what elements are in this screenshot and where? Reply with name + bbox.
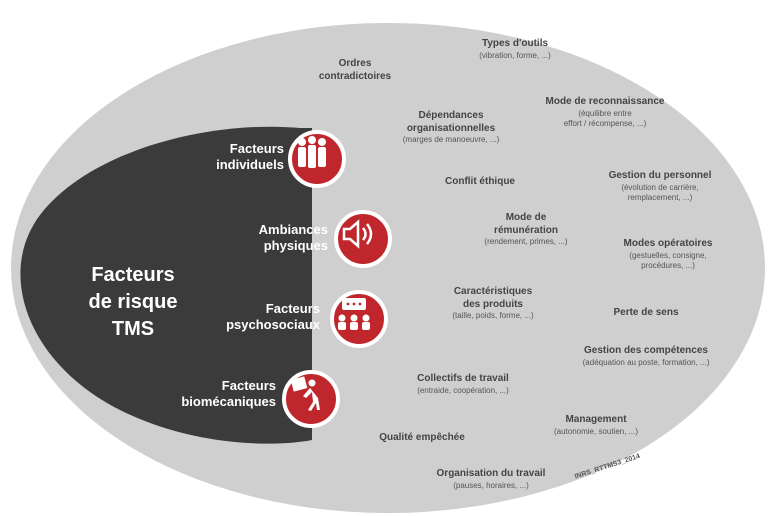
factor-sub: (marges de manoeuvre, ...): [402, 135, 500, 144]
factor-sub2: remplacement, ...): [627, 192, 693, 202]
factor-sub: (autonomie, soutien, ...): [553, 426, 639, 436]
factor-sub: (équilibre entre: [578, 108, 632, 118]
factor-management: Management (autonomie, soutien, ...): [526, 414, 666, 437]
factor-types-outils: Types d'outils (vibration, forme, ...): [450, 38, 580, 61]
factor-title: Gestion des compétences: [584, 345, 708, 356]
factor-title: Perte de sens: [613, 307, 679, 318]
factor-caracteristiques-produits: Caractéristiques des produits (taille, p…: [418, 286, 568, 321]
category-label-1: Ambiances: [258, 222, 328, 237]
center-title-line3: TMS: [111, 318, 155, 340]
factor-sub: (adéquation au poste, formation, ...): [582, 357, 710, 367]
factor-title: Conflit éthique: [445, 176, 515, 187]
factor-title: Modes opératoires: [623, 238, 713, 249]
factor-gestion-personnel: Gestion du personnel (évolution de carri…: [590, 170, 730, 203]
factor-sub2: procédures, ...): [641, 260, 695, 270]
factor-title: Organisation du travail: [436, 468, 546, 479]
category-label-2: biomécaniques: [181, 393, 276, 409]
factor-mode-remuneration: Mode de rémunération (rendement, primes,…: [456, 212, 596, 247]
factor-organisation-travail: Organisation du travail (pauses, horaire…: [416, 468, 566, 491]
category-label-2: psychosociaux: [226, 316, 320, 332]
category-label-2: physiques: [263, 237, 328, 253]
category-label-2: individuels: [216, 156, 284, 172]
factor-sub2: effort / récompense, ...): [563, 118, 647, 128]
category-label-1: Facteurs: [221, 378, 276, 393]
speaker-icon: [334, 210, 392, 268]
factor-title: Collectifs de travail: [417, 373, 509, 384]
factor-sub: (pauses, horaires, ...): [453, 480, 529, 490]
factor-sub: (entraide, coopération, ...): [417, 385, 509, 395]
factor-qualite-empechee: Qualité empêchée: [362, 432, 482, 445]
factor-sub: (rendement, primes, ...): [484, 237, 568, 246]
category-ambiances: Ambiances physiques: [208, 222, 328, 253]
center-title-line2: de risque: [88, 291, 178, 313]
factor-gestion-competences: Gestion des compétences (adéquation au p…: [546, 345, 746, 368]
factor-modes-operatoires: Modes opératoires (gestuelles, consigne,…: [608, 238, 728, 271]
factor-title: Mode de: [505, 212, 547, 223]
factor-title2: rémunération: [494, 224, 558, 236]
factor-title: Qualité empêchée: [379, 432, 465, 443]
factor-sub: (évolution de carrière,: [621, 182, 699, 192]
factor-title: Ordres: [338, 58, 372, 69]
factor-title: Caractéristiques: [453, 286, 533, 297]
factor-title: Mode de reconnaissance: [545, 96, 665, 107]
factor-title2: contradictoires: [318, 70, 392, 82]
factor-title: Management: [565, 414, 627, 425]
factor-mode-reconnaissance: Mode de reconnaissance (équilibre entre …: [530, 96, 680, 129]
factor-sub: (gestuelles, consigne,: [629, 250, 707, 260]
factor-title2: organisationnelles: [406, 122, 496, 134]
factor-conflit-ethique: Conflit éthique: [420, 176, 540, 189]
category-label-1: Facteurs: [229, 141, 284, 156]
meeting-icon: [330, 290, 388, 348]
category-biomecaniques: Facteurs biomécaniques: [156, 378, 276, 409]
factor-sub: (vibration, forme, ...): [479, 50, 551, 60]
category-label-1: Facteurs: [265, 301, 320, 316]
factor-title: Dépendances: [418, 110, 484, 121]
lifting-box-icon: [282, 370, 340, 428]
factor-collectifs-travail: Collectifs de travail (entraide, coopéra…: [388, 373, 538, 396]
factor-title: Gestion du personnel: [608, 170, 712, 181]
factor-title: Types d'outils: [481, 38, 549, 49]
center-title-line1: Facteurs: [91, 264, 175, 286]
factor-ordres-contradictoires: Ordres contradictoires: [300, 58, 410, 83]
factor-title2: des produits: [462, 298, 523, 310]
category-individuels: Facteurs individuels: [164, 141, 284, 172]
factor-perte-sens: Perte de sens: [596, 307, 696, 320]
people-icon: [288, 130, 346, 188]
inner-dark-shape: [20, 126, 312, 444]
category-psychosociaux: Facteurs psychosociaux: [200, 301, 320, 332]
center-title: Facteurs de risque TMS: [58, 262, 208, 343]
factor-sub: (taille, poids, forme, ...): [452, 311, 534, 320]
factor-dependances: Dépendances organisationnelles (marges d…: [376, 110, 526, 145]
